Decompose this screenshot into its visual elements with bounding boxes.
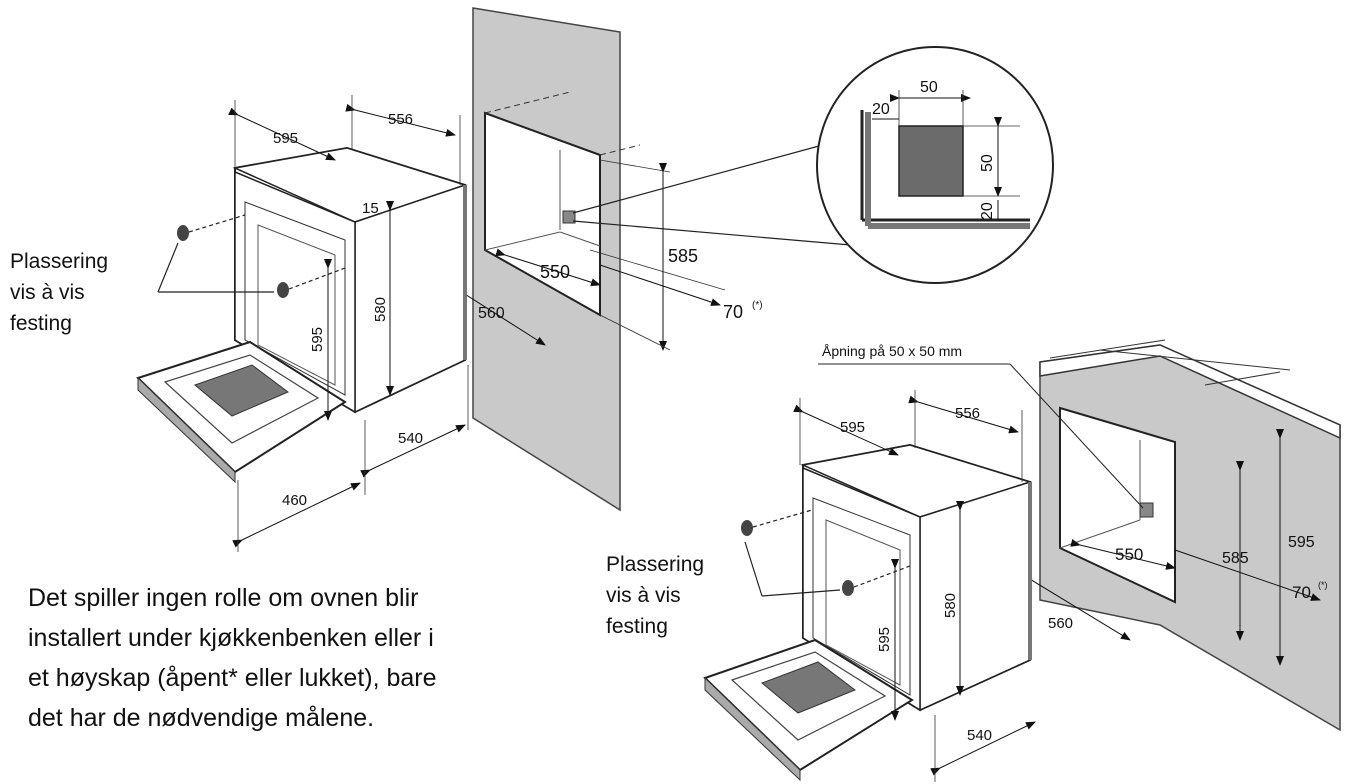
bottom-oven-dim-595-front: 595 (876, 627, 893, 652)
bottom-oven: 595 556 580 595 540 Plassering vis à vis… (606, 390, 1036, 782)
opening-label: Åpning på 50 x 50 mm (822, 343, 962, 359)
top-niche-dim-585: 585 (668, 246, 698, 266)
detail-dim-20-left: 20 (872, 101, 890, 118)
top-oven-dim-556-depth: 556 (388, 111, 413, 128)
screw-icon (177, 214, 246, 241)
bottom-screw-label-line-3: festing (606, 615, 668, 638)
bottom-niche-dim-550: 550 (1115, 545, 1143, 564)
caption-line: installert under kjøkkenbenken eller i (28, 624, 434, 652)
caption-line: Det spiller ingen rolle om ovnen blir (28, 584, 419, 612)
screw-icon (277, 267, 346, 298)
caption-line: det har de nødvendige målene. (28, 704, 375, 732)
bottom-niche-dim-70-mark: (*) (1318, 580, 1328, 590)
bottom-oven-dim-540: 540 (967, 727, 992, 744)
top-screw-label-line-2: vis à vis (10, 281, 85, 304)
top-screw-label-line-1: Plassering (10, 250, 108, 273)
top-oven-dim-580-height: 580 (372, 297, 389, 322)
top-niche-dim-70-mark: (*) (752, 300, 763, 311)
detail-dim-20-bottom: 20 (979, 202, 996, 220)
top-oven-dim-595-width: 595 (273, 130, 298, 147)
screw-icon (842, 565, 911, 596)
top-niche-dim-550: 550 (540, 262, 570, 282)
top-oven-dim-15: 15 (362, 200, 379, 217)
top-niche-dim-560: 560 (478, 305, 505, 322)
bottom-screw-label-line-1: Plassering (606, 553, 704, 576)
niche-opening-small (562, 210, 576, 224)
caption: Det spiller ingen rolle om ovnen blir in… (28, 578, 598, 738)
bottom-oven-dim-580-height: 580 (942, 593, 959, 618)
bottom-niche-dim-595: 595 (1288, 534, 1315, 551)
opening-50x50 (898, 125, 964, 197)
top-oven-dim-595-front: 595 (309, 327, 326, 352)
top-oven: 595 556 15 580 595 540 460 Plassering vi… (10, 95, 469, 552)
bottom-screw-label-line-2: vis à vis (606, 584, 681, 607)
bottom-cabinet (818, 339, 1341, 732)
bottom-niche-dim-70: 70 (1292, 583, 1311, 602)
top-oven-dim-540: 540 (398, 430, 423, 447)
screw-icon (741, 509, 813, 536)
top-screw-label-line-3: festing (10, 312, 72, 335)
detail-circle: 50 20 50 20 (816, 46, 1054, 284)
bottom-oven-dim-556-depth: 556 (955, 405, 980, 422)
top-wall (428, 7, 863, 512)
bottom-oven-dim-595-width: 595 (840, 419, 865, 436)
detail-dim-50-top: 50 (920, 79, 938, 96)
top-oven-dim-460: 460 (282, 492, 307, 509)
bottom-niche-dim-560: 560 (1048, 615, 1073, 632)
detail-dim-50-right: 50 (979, 154, 996, 172)
bottom-niche-dim-585: 585 (1222, 550, 1249, 567)
cabinet-opening-small (1139, 502, 1154, 518)
top-niche-dim-70: 70 (723, 302, 743, 322)
caption-line: et høyskap (åpent* eller lukket), bare (28, 664, 437, 692)
